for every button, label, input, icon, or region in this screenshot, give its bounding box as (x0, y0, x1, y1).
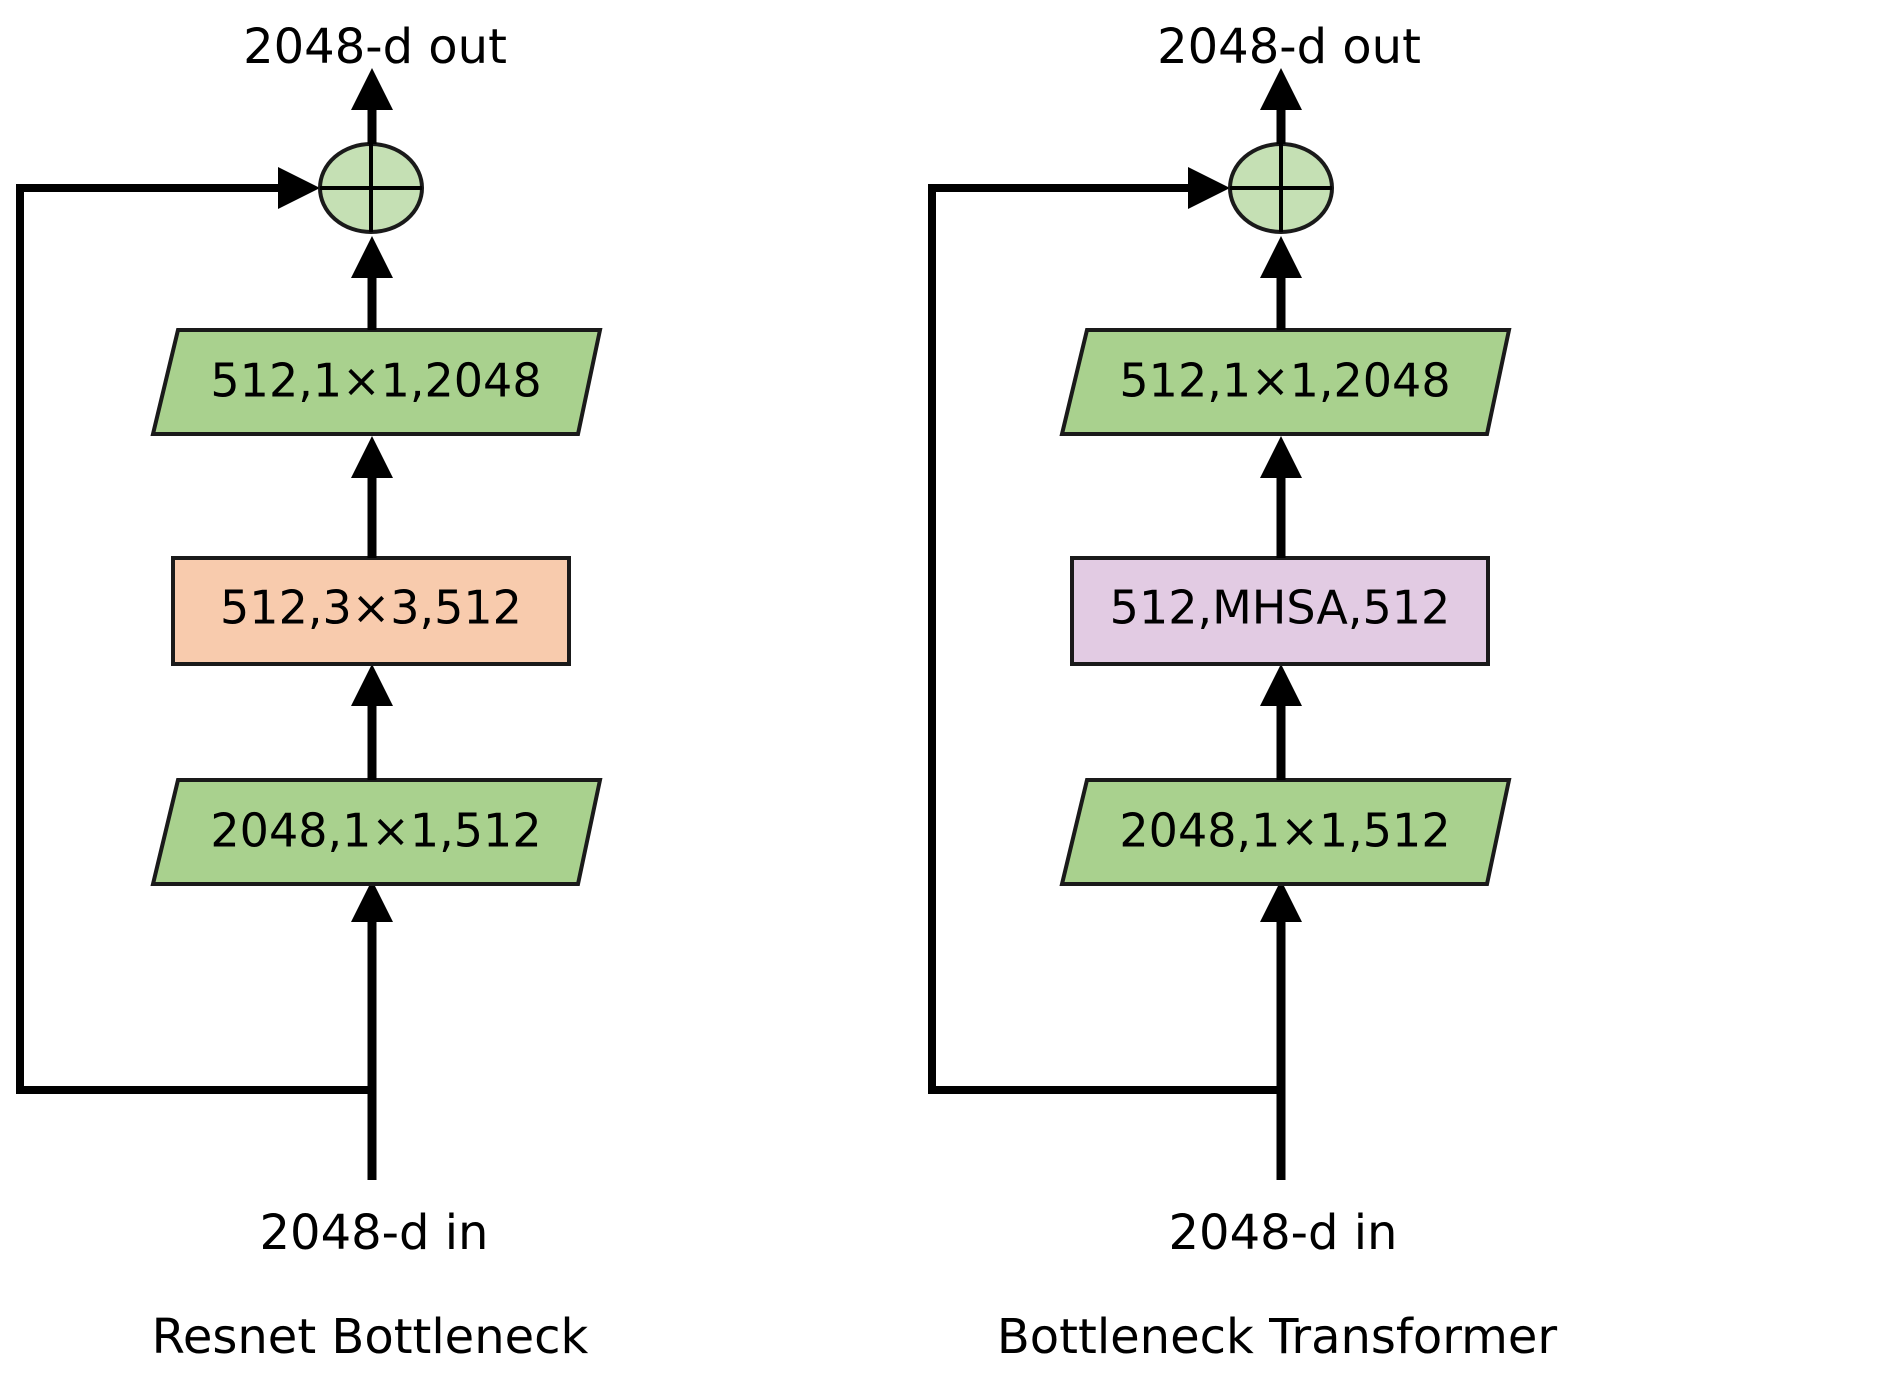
output-arrow-left (351, 68, 393, 144)
arrow-reduce-to-attention-right (1260, 664, 1302, 780)
skip-connection-right (928, 167, 1281, 1094)
block-reduce-right-label: 2048,1×1,512 (1119, 804, 1450, 858)
block-attention-right-label: 512,MHSA,512 (1110, 581, 1451, 635)
output-arrow-right (1260, 68, 1302, 144)
block-expand-right-label: 512,1×1,2048 (1119, 354, 1450, 408)
skip-connection-left (16, 167, 372, 1094)
panel-resnet-bottleneck: 2048,1×1,512 512,3×3,512 512,1×1,2048 (16, 19, 603, 1365)
caption-right: Bottleneck Transformer (997, 1309, 1557, 1365)
input-arrow-right (1260, 880, 1302, 1180)
block-expand-left-label: 512,1×1,2048 (210, 354, 541, 408)
output-label-left: 2048-d out (243, 19, 507, 75)
block-spatial-left: 512,3×3,512 (171, 556, 571, 666)
block-reduce-left: 2048,1×1,512 (150, 778, 603, 886)
caption-left: Resnet Bottleneck (152, 1309, 589, 1365)
block-spatial-left-label: 512,3×3,512 (220, 581, 522, 635)
sum-node-right (1228, 142, 1334, 234)
arrow-attention-to-expand-right (1260, 436, 1302, 558)
arrow-expand-to-sum-left (351, 236, 393, 330)
input-arrow-left (351, 880, 393, 1180)
arrow-reduce-to-spatial-left (351, 664, 393, 780)
arrow-expand-to-sum-right (1260, 236, 1302, 330)
block-reduce-right: 2048,1×1,512 (1059, 778, 1512, 886)
sum-node-left (318, 142, 424, 234)
input-label-left: 2048-d in (260, 1205, 489, 1261)
panel-bottleneck-transformer: 2048,1×1,512 512,MHSA,512 512,1×1,2048 (928, 19, 1557, 1365)
output-label-right: 2048-d out (1157, 19, 1421, 75)
block-reduce-left-label: 2048,1×1,512 (210, 804, 541, 858)
block-attention-right: 512,MHSA,512 (1070, 556, 1490, 666)
block-expand-right: 512,1×1,2048 (1059, 328, 1512, 436)
input-label-right: 2048-d in (1169, 1205, 1398, 1261)
arrow-spatial-to-expand-left (351, 436, 393, 558)
block-expand-left: 512,1×1,2048 (150, 328, 603, 436)
